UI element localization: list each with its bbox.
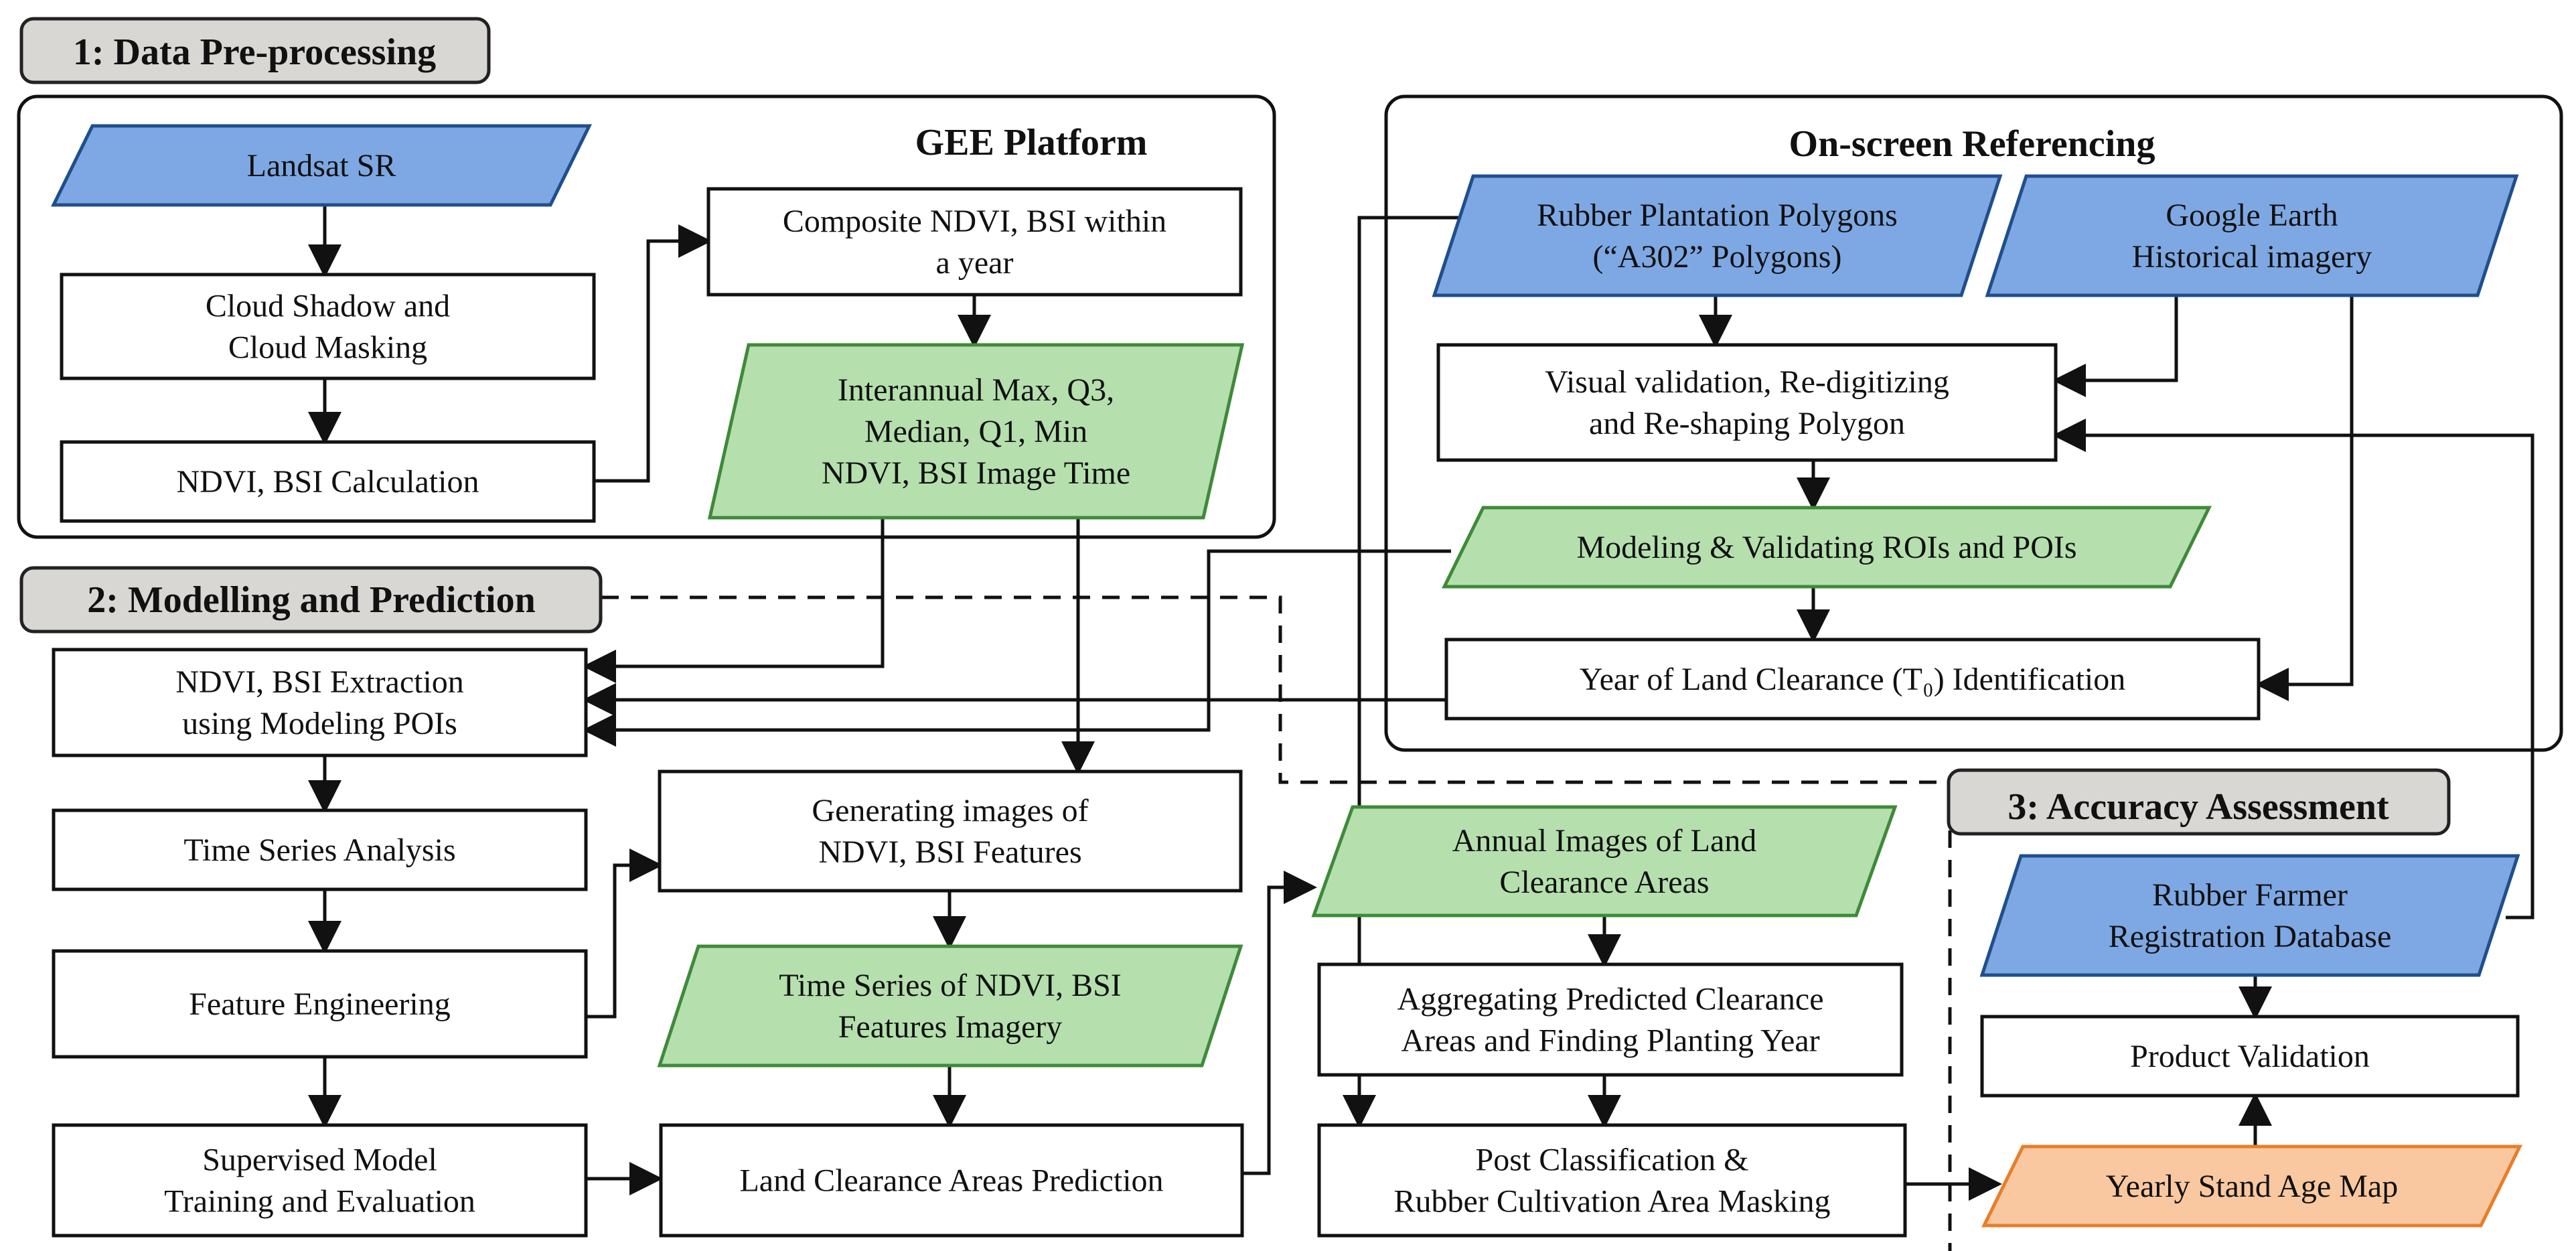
section-header-accuracy: 3: Accuracy Assessment xyxy=(1947,768,2451,836)
process-box xyxy=(52,1123,588,1238)
node-label: Post Classification &Rubber Cultivation … xyxy=(1394,1142,1831,1219)
section-header-box xyxy=(1947,768,2451,836)
flow-arrow xyxy=(594,224,712,483)
flow-arrow xyxy=(2255,295,2354,701)
gee-group-frame xyxy=(17,94,1276,539)
flow-arrow xyxy=(583,518,885,683)
section-header-box xyxy=(19,17,491,84)
node-label: NDVI, BSI Calculation xyxy=(177,464,479,500)
process-box xyxy=(1436,343,2058,462)
node-rubber-poly: Rubber Plantation Polygons(“A302” Polygo… xyxy=(1432,174,2003,297)
process-box xyxy=(658,769,1243,893)
process-box xyxy=(52,949,588,1059)
node-time-series: Time Series Analysis xyxy=(52,808,588,891)
node-ndvi-calc: NDVI, BSI Calculation xyxy=(60,440,596,523)
flow-arrow xyxy=(2052,419,2534,919)
node-label: Rubber Plantation Polygons(“A302” Polygo… xyxy=(1537,198,1898,275)
node-modeling-rois: Modeling & Validating ROIs and POIs xyxy=(1441,506,2212,589)
onscreen-group: On-screen Referencing xyxy=(1384,94,2563,752)
process-box xyxy=(52,648,588,757)
node-landsat: Landsat SR xyxy=(50,124,593,207)
process-box xyxy=(1317,962,1904,1077)
product-parallelogram xyxy=(657,944,1243,1068)
node-post-class: Post Classification &Rubber Cultivation … xyxy=(1317,1123,1907,1238)
product-parallelogram xyxy=(707,343,1245,520)
node-lc-prediction: Land Clearance Areas Prediction xyxy=(659,1123,1244,1238)
onscreen-group-frame xyxy=(1384,94,2563,752)
input-parallelogram xyxy=(50,124,593,207)
process-box xyxy=(1444,638,2261,721)
product-parallelogram xyxy=(1441,506,2212,589)
flow-arrow xyxy=(2052,295,2178,397)
header-layer: 1: Data Pre-processing 2: Modelling and P… xyxy=(19,17,2451,836)
node-year-clearance: Year of Land Clearance (T₀) Identificati… xyxy=(1444,638,2261,721)
section-header-label: 2: Modelling and Prediction xyxy=(87,579,535,621)
onscreen-group-title: On-screen Referencing xyxy=(1789,123,2155,165)
node-label: Landsat SR xyxy=(247,148,396,183)
process-box xyxy=(60,440,596,523)
node-label: Modeling & Validating ROIs and POIs xyxy=(1576,530,2076,565)
flow-arrow xyxy=(1242,871,1317,1175)
process-box xyxy=(659,1123,1244,1238)
node-label: Product Validation xyxy=(2130,1039,2370,1074)
section-divider-line xyxy=(601,595,1950,784)
flow-arrow xyxy=(586,849,663,1019)
group-layer: GEE Platform On-screen Referencing xyxy=(17,94,2563,752)
input-parallelogram xyxy=(1979,854,2520,977)
node-label: Yearly Stand Age Map xyxy=(2106,1169,2398,1204)
node-feature-eng: Feature Engineering xyxy=(52,949,588,1059)
process-box xyxy=(1317,1123,1907,1238)
process-box xyxy=(52,808,588,891)
input-parallelogram xyxy=(1432,174,2003,297)
flow-arrow xyxy=(583,549,1451,747)
section-header-preprocessing: 1: Data Pre-processing xyxy=(19,17,491,84)
section-header-modelling: 2: Modelling and Prediction xyxy=(19,566,603,634)
output-parallelogram xyxy=(1981,1145,2523,1228)
input-parallelogram xyxy=(1985,174,2519,297)
node-label: Land Clearance Areas Prediction xyxy=(739,1163,1163,1198)
section-header-label: 1: Data Pre-processing xyxy=(73,31,436,73)
node-stand-age: Yearly Stand Age Map xyxy=(1981,1145,2523,1228)
node-label: Time Series Analysis xyxy=(183,832,455,868)
gee-group: GEE Platform xyxy=(17,94,1276,539)
product-parallelogram xyxy=(1311,805,1898,917)
node-label: Year of Land Clearance (T₀) Identificati… xyxy=(1580,662,2126,697)
process-box xyxy=(1980,1015,2520,1098)
edge-layer xyxy=(308,205,2534,1251)
node-product-val: Product Validation xyxy=(1980,1015,2520,1098)
process-box xyxy=(60,273,596,380)
section-header-box xyxy=(19,566,603,634)
section-header-label: 3: Accuracy Assessment xyxy=(2007,786,2389,828)
gee-group-title: GEE Platform xyxy=(915,122,1148,163)
node-label: Feature Engineering xyxy=(189,986,451,1022)
process-box xyxy=(706,187,1243,297)
